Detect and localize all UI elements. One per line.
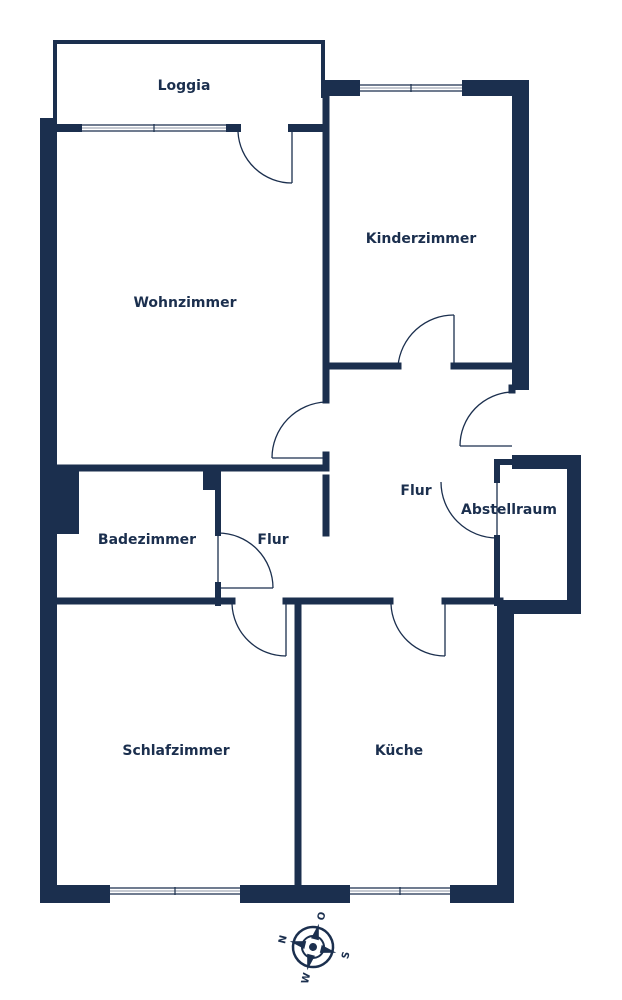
door-kueche bbox=[390, 603, 446, 657]
compass-center bbox=[309, 943, 317, 951]
compass-needle-east bbox=[311, 923, 319, 941]
room-label-schlafzimmer: Schlafzimmer bbox=[122, 743, 229, 759]
room-label-kinderzimmer: Kinderzimmer bbox=[366, 231, 477, 247]
door-wohnzimmer bbox=[271, 401, 327, 459]
compass-label-north: N bbox=[277, 934, 290, 945]
windows bbox=[78, 84, 462, 895]
window-kueche bbox=[350, 887, 450, 895]
door-schlafzimmer bbox=[231, 603, 287, 657]
compass-needle-north bbox=[289, 941, 307, 949]
window-kinderzimmer bbox=[360, 84, 462, 92]
compass-needle-west bbox=[307, 953, 315, 971]
door-loggia bbox=[237, 131, 293, 184]
compass-label-east: O bbox=[316, 911, 329, 922]
doors bbox=[217, 131, 513, 657]
compass-rose: N S O W bbox=[277, 911, 353, 985]
room-label-wohnzimmer: Wohnzimmer bbox=[133, 295, 236, 311]
room-label-kueche: Küche bbox=[375, 743, 423, 759]
door-flur-right bbox=[459, 391, 513, 447]
room-label-loggia: Loggia bbox=[158, 78, 211, 94]
door-badezimmer bbox=[217, 532, 274, 589]
compass-label-south: S bbox=[340, 951, 352, 961]
room-label-abstellraum: Abstellraum bbox=[461, 502, 557, 518]
door-kinderzimmer bbox=[397, 314, 455, 367]
window-schlafzimmer bbox=[110, 887, 240, 895]
outer-walls bbox=[40, 80, 581, 903]
room-label-flur-small: Flur bbox=[257, 532, 288, 548]
compass-label-west: W bbox=[300, 972, 313, 985]
room-label-badezimmer: Badezimmer bbox=[98, 532, 196, 548]
compass-needle-south bbox=[319, 945, 337, 953]
window-loggia bbox=[78, 124, 230, 132]
room-label-flur-main: Flur bbox=[400, 483, 431, 499]
door-abstellraum bbox=[440, 481, 498, 539]
interior-walls bbox=[51, 40, 519, 892]
